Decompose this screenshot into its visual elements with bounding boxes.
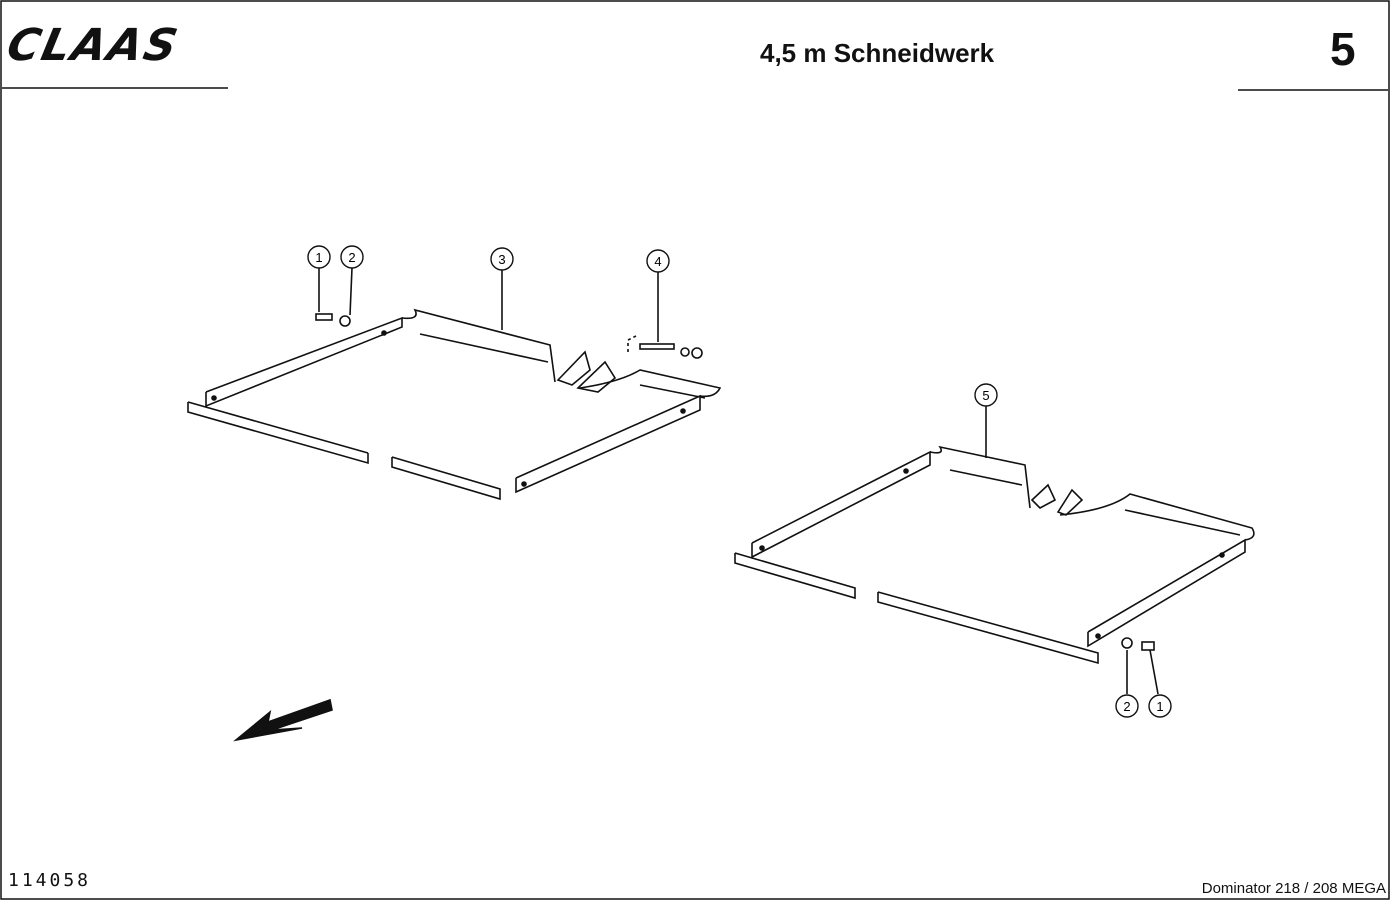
callout-upper-1: 1 bbox=[307, 245, 331, 269]
drawing-number: 114058 bbox=[8, 870, 92, 891]
upper-fasteners bbox=[315, 313, 703, 359]
svg-text:3: 3 bbox=[498, 252, 505, 267]
callouts-lower: 5 2 1 bbox=[974, 383, 1172, 718]
callout-lower-5: 5 bbox=[974, 383, 998, 407]
callout-upper-2: 2 bbox=[340, 245, 364, 269]
svg-text:2: 2 bbox=[1123, 699, 1130, 714]
svg-text:4: 4 bbox=[654, 254, 661, 269]
page-title: 4,5 m Schneidwerk bbox=[760, 38, 995, 68]
upper-cover-panel bbox=[187, 308, 722, 501]
lower-fasteners bbox=[1121, 637, 1155, 651]
callout-lower-1: 1 bbox=[1148, 694, 1172, 718]
section-number: 5 bbox=[1330, 23, 1356, 75]
svg-text:2: 2 bbox=[348, 250, 355, 265]
callout-upper-4: 4 bbox=[646, 249, 670, 273]
callout-upper-3: 3 bbox=[490, 247, 514, 271]
callouts-upper: 1 2 3 4 bbox=[307, 245, 670, 273]
callout-lower-2: 2 bbox=[1115, 694, 1139, 718]
svg-text:5: 5 bbox=[982, 388, 989, 403]
svg-text:1: 1 bbox=[315, 250, 322, 265]
model-label: Dominator 218 / 208 MEGA bbox=[1201, 880, 1386, 897]
svg-text:1: 1 bbox=[1156, 699, 1163, 714]
travel-direction-arrow bbox=[233, 698, 333, 742]
lower-cover-panel bbox=[734, 445, 1255, 665]
